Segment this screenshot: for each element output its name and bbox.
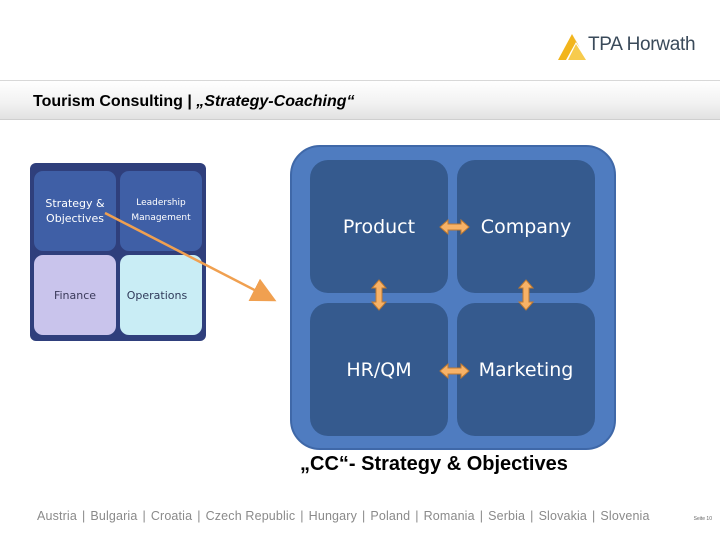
big-cell-company: Company <box>457 160 595 293</box>
footer-country: Poland <box>370 509 411 523</box>
double-arrow-vertical-right-icon <box>517 279 535 311</box>
footer-separator: | <box>592 509 596 523</box>
footer-separator: | <box>415 509 419 523</box>
cell-label-line1: Leadership <box>136 198 186 208</box>
footer-country: Serbia <box>488 509 526 523</box>
cell-label-line2: Objectives <box>46 212 104 225</box>
footer-country-list: Austria | Bulgaria | Croatia | Czech Republic |… <box>37 509 650 523</box>
connector-arrow-icon <box>104 211 277 302</box>
footer-separator: | <box>479 509 484 523</box>
matrix-caption: „CC“- Strategy & Objectives <box>300 453 568 475</box>
double-arrow-vertical-left-icon <box>370 279 388 311</box>
title-emphasis: „Strategy-Coaching“ <box>196 93 355 110</box>
big-cell-marketing: Marketing <box>457 303 595 436</box>
title-main: Tourism Consulting | <box>33 93 197 110</box>
logo-text: TPA Horwath <box>588 34 696 55</box>
footer-separator: | <box>530 509 534 523</box>
double-arrow-horizontal-bottom-icon <box>439 362 470 380</box>
cell-label-line2: Management <box>131 213 191 223</box>
footer-country: Slovakia <box>538 509 588 523</box>
cell-label: Marketing <box>478 358 574 381</box>
footer-separator: | <box>197 509 201 523</box>
small-cell-finance: Finance <box>34 255 116 335</box>
footer-country: Romania <box>423 509 475 523</box>
cell-label: Finance <box>53 288 97 302</box>
footer-separator: | <box>300 509 304 523</box>
footer-separator: | <box>81 509 86 523</box>
cell-label: HR/QM <box>346 358 412 381</box>
footer-country: Slovenia <box>600 509 650 523</box>
page-title: Tourism Consulting | „Strategy-Coaching“ <box>33 93 355 111</box>
cell-label: Operations <box>126 288 188 302</box>
footer-separator: | <box>142 509 146 523</box>
footer-country: Croatia <box>150 509 193 523</box>
footer-country: Hungary <box>308 509 357 523</box>
small-cell-operations: Operations <box>120 255 202 335</box>
footer-country: Czech Republic <box>205 509 296 523</box>
cell-label-line1: Strategy & <box>45 197 105 210</box>
cell-label: Product <box>342 215 416 238</box>
slide-number: Seite 10 <box>693 516 712 522</box>
logo-mark-icon <box>558 34 586 60</box>
footer-separator: | <box>361 509 366 523</box>
cell-label: Company <box>480 215 572 238</box>
big-cell-product: Product <box>310 160 448 293</box>
footer-country: Austria <box>37 509 77 523</box>
big-cell-hr-qm: HR/QM <box>310 303 448 436</box>
double-arrow-horizontal-top-icon <box>439 218 470 236</box>
tpa-horwath-logo: TPA Horwath <box>556 30 706 64</box>
footer-country: Bulgaria <box>90 509 138 523</box>
title-bar: Tourism Consulting | „Strategy-Coaching“ <box>0 80 720 120</box>
small-cell-strategy-objectives: Strategy & Objectives <box>34 171 116 251</box>
